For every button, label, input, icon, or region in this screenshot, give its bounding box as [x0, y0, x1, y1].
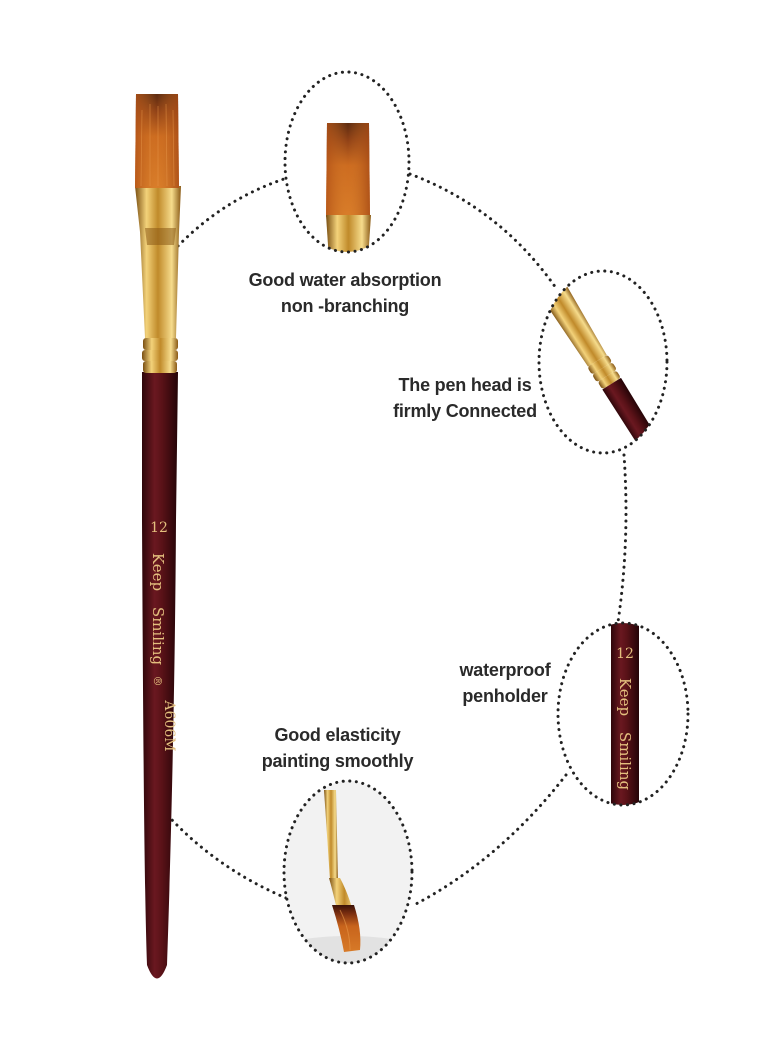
dotted-connector-lines — [170, 172, 628, 907]
bubble-size-number: 12 — [616, 646, 634, 662]
registered-mark: ® — [151, 676, 164, 687]
detail-bubble-ferrule — [537, 269, 669, 455]
caption-line: painting smoothly — [261, 751, 414, 771]
caption-line: non -branching — [280, 296, 410, 316]
caption-line: penholder — [462, 686, 548, 706]
caption-line: The pen head is — [398, 375, 532, 395]
caption-line: waterproof — [459, 660, 551, 680]
caption-waterproof-penholder: waterproof penholder — [440, 657, 570, 709]
brush-size-number: 12 — [150, 520, 168, 536]
brand-word-keep: Keep — [149, 553, 167, 591]
detail-bubble-elastic-bristles — [282, 779, 414, 965]
bubble-brand-smiling: Smiling — [616, 732, 634, 791]
caption-good-elasticity: Good elasticity painting smoothly — [250, 722, 425, 774]
caption-water-absorption: Good water absorption non -branching — [235, 267, 455, 319]
caption-firmly-connected: The pen head is firmly Connected — [385, 372, 545, 424]
model-number: A606M — [161, 699, 177, 751]
detail-bubble-bristle-tip — [283, 70, 411, 254]
caption-line: firmly Connected — [393, 401, 537, 421]
caption-line: Good elasticity — [274, 725, 401, 745]
brand-word-smiling: Smiling — [149, 607, 167, 666]
handle-imprint: 12 Keep Smiling ® A606M — [149, 520, 177, 752]
main-paintbrush — [135, 94, 181, 979]
detail-bubble-handle: 12 Keep Smiling — [556, 621, 690, 807]
caption-line: Good water absorption — [248, 270, 442, 290]
bubble-brand-keep: Keep — [616, 678, 634, 716]
